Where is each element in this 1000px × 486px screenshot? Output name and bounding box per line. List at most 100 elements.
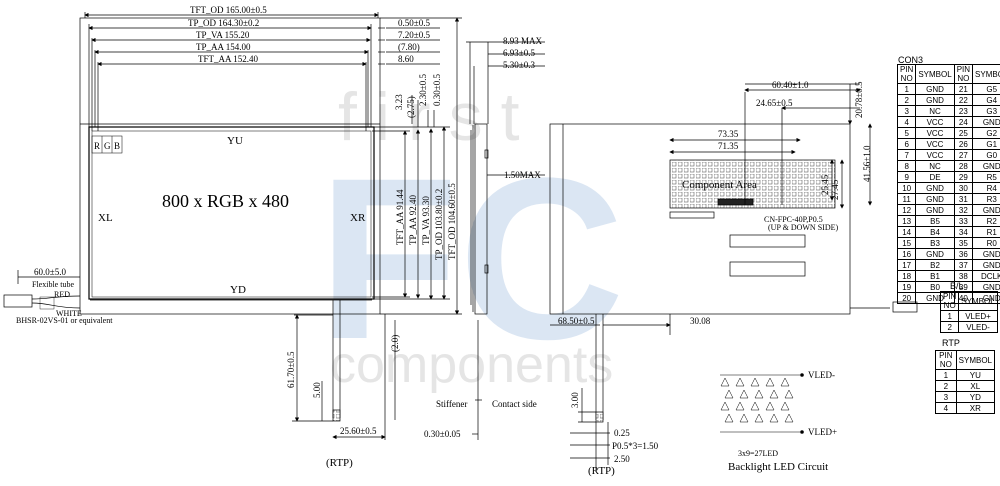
table-cell: 21 <box>953 83 974 95</box>
table-cell: 8 <box>896 160 917 172</box>
table-cell: 32 <box>953 204 974 216</box>
table-cell: XL <box>955 380 996 392</box>
table-cell: 23 <box>953 105 974 117</box>
dim-back-5: 71.35 <box>718 141 739 151</box>
table-cell: G3 <box>972 105 1000 117</box>
dim-tp-aa: TP_AA 154.00 <box>196 42 251 52</box>
dim-v-small-1: 3.23 <box>394 94 404 110</box>
table-cell: R1 <box>972 226 1000 238</box>
dim-tft-od: TFT_OD 165.00±0.5 <box>190 5 267 15</box>
label-vled-plus: VLED+ <box>808 427 837 437</box>
con3-table: PIN NO SYMBOL PIN NO SYMBOL 1GND21G52GND… <box>896 64 1000 304</box>
table-cell: G5 <box>972 83 1000 95</box>
label-vled-minus: VLED- <box>808 370 835 380</box>
table-cell: 30 <box>953 182 974 194</box>
dim-back-10: 30.08 <box>690 316 711 326</box>
label-yd: YD <box>230 284 246 296</box>
hdr-pin: PIN NO <box>935 350 957 370</box>
table-cell: R3 <box>972 193 1000 205</box>
table-cell: 27 <box>953 149 974 161</box>
table-cell: 2 <box>939 321 960 333</box>
table-cell: 33 <box>953 215 974 227</box>
table-cell: 15 <box>896 237 917 249</box>
table-cell: DCLK <box>972 270 1000 282</box>
table-cell: GND <box>972 160 1000 172</box>
table-cell: 22 <box>953 94 974 106</box>
table-cell: 28 <box>953 160 974 172</box>
label-connector: BHSR-02VS-01 or equivalent <box>16 316 113 325</box>
table-cell: B4 <box>915 226 955 238</box>
dim-r4: 8.60 <box>398 54 414 64</box>
dim-r3: (7.80) <box>398 42 420 52</box>
hdr-pin: PIN NO <box>953 64 974 84</box>
table-cell: 9 <box>896 171 917 183</box>
table-cell: 11 <box>896 193 917 205</box>
table-cell: YU <box>955 369 996 381</box>
table-cell: GND <box>972 259 1000 271</box>
table-cell: 29 <box>953 171 974 183</box>
label-red: RED <box>54 290 70 299</box>
hdr-symbol: SYMBOL <box>972 64 1000 84</box>
dim-side-thick: 0.30±0.05 <box>424 429 461 439</box>
table-cell: VLED- <box>958 321 998 333</box>
table-cell: R2 <box>972 215 1000 227</box>
dim-r2: 7.20±0.5 <box>398 30 430 40</box>
bl-title: B/L <box>950 281 964 291</box>
dim-side-4: 1.50MAX <box>504 170 541 180</box>
rtp-title: RTP <box>942 338 960 348</box>
table-cell: GND <box>915 193 955 205</box>
dim-v-tft-aa: TFT_AA 91.44 <box>395 189 405 245</box>
table-cell: 2 <box>935 380 957 392</box>
label-b: B <box>114 141 120 151</box>
dim-tft-aa: TFT_AA 152.40 <box>198 54 259 64</box>
table-cell: 14 <box>896 226 917 238</box>
dim-side-2: 6.93±0.5 <box>503 48 535 58</box>
dim-v-tp-od: TP_OD 103.80±0.2 <box>434 189 444 260</box>
con3-title: CON3 <box>898 55 924 65</box>
table-cell: 18 <box>896 270 917 282</box>
table-cell: B1 <box>915 270 955 282</box>
table-cell: 20 <box>896 292 917 304</box>
tft-od-outline <box>79 17 381 315</box>
table-cell: VLED+ <box>958 310 998 322</box>
led-array <box>720 377 794 423</box>
side-view <box>466 41 545 440</box>
table-cell: 3 <box>935 391 957 403</box>
dim-back-9: 68.50±0.5 <box>558 316 595 326</box>
table-cell: G4 <box>972 94 1000 106</box>
dim-fpc-w: 25.60±0.5 <box>340 426 377 436</box>
table-cell: 25 <box>953 127 974 139</box>
dim-v-small-2: (2.75) <box>406 96 416 118</box>
table-cell: G1 <box>972 138 1000 150</box>
table-cell: 19 <box>896 281 917 293</box>
table-cell: 26 <box>953 138 974 150</box>
hdr-symbol: SYMBOL <box>955 350 996 370</box>
table-cell: 4 <box>935 402 957 414</box>
led-labels: VLED- VLED+ 3x9=27LED Backlight LED Circ… <box>728 370 837 473</box>
table-cell: G0 <box>972 149 1000 161</box>
label-rtp-back: (RTP) <box>588 465 615 477</box>
table-cell: 5 <box>896 127 917 139</box>
label-contact-side: Contact side <box>492 399 537 409</box>
hdr-symbol: SYMBOL <box>915 64 955 84</box>
active-area <box>91 130 372 298</box>
table-cell: G2 <box>972 127 1000 139</box>
back-view-labels: 60.40±1.0 24.65±0.5 20.78±0.5 73.35 71.3… <box>558 80 872 477</box>
table-cell: DE <box>915 171 955 183</box>
